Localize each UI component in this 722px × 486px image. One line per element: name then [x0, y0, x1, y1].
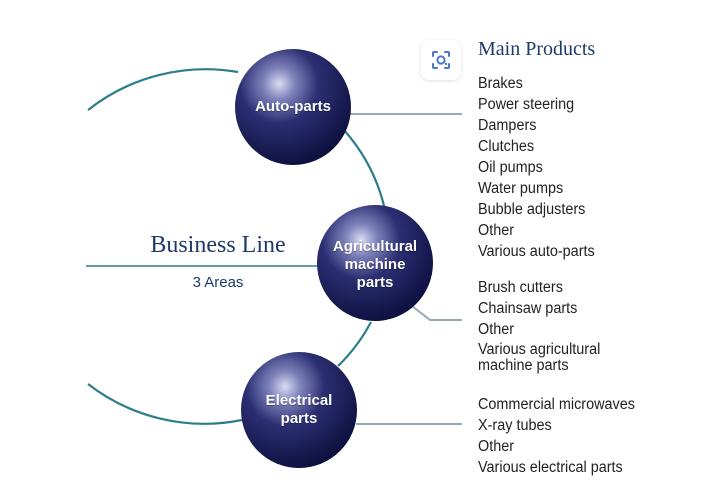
list-item: Chainsaw parts [478, 300, 578, 317]
sphere-label-line: Agricultural [332, 238, 418, 255]
list-item: X-ray tubes [478, 417, 552, 434]
business-arc-bottom [87, 383, 243, 425]
sphere-auto-parts[interactable] [235, 49, 351, 165]
list-item: Power steering [478, 96, 575, 113]
product-list-auto: Brakes Power steering Dampers Clutches O… [478, 73, 604, 262]
sphere-label-line: Electrical [265, 392, 333, 409]
sphere-electrical-parts[interactable] [241, 352, 357, 468]
list-item: Oil pumps [478, 159, 543, 176]
list-item: Other [478, 438, 515, 455]
business-arc-lower [337, 321, 372, 367]
main-products-title: Main Products [478, 38, 596, 60]
sphere-agricultural-parts[interactable] [317, 205, 433, 321]
list-item: Various electrical parts [478, 459, 623, 476]
list-item: Commercial microwaves [478, 396, 635, 413]
business-line-title: Business Line [150, 232, 286, 258]
sphere-label-elec: Electrical parts [242, 392, 356, 428]
list-item: Bubble adjusters [478, 201, 586, 218]
sphere-label-line: parts [280, 410, 318, 427]
connector-agri [411, 305, 462, 321]
list-item: Water pumps [478, 180, 564, 197]
sphere-label-line: parts [356, 274, 394, 291]
sphere-label-auto: Auto-parts [236, 98, 350, 116]
list-item: Dampers [478, 117, 537, 134]
product-list-elec: Commercial microwaves X-ray tubes Other … [478, 394, 647, 478]
sphere-label-line: Auto-parts [255, 98, 331, 115]
business-arc [87, 68, 239, 111]
list-item: Other [478, 222, 515, 239]
list-item: Various agricultural machine parts [478, 341, 601, 374]
list-item: Various auto-parts [478, 243, 595, 260]
business-line-subtitle: 3 Areas [192, 274, 244, 291]
right-edge-mask [634, 0, 722, 486]
sphere-label-agri: Agricultural machine parts [318, 238, 432, 292]
product-list-agri: Brush cutters Chainsaw parts Other Vario… [478, 277, 628, 374]
list-item: Other [478, 321, 515, 338]
list-item: Clutches [478, 138, 535, 155]
list-item: Brush cutters [478, 279, 563, 296]
business-arc-right [343, 129, 387, 211]
sphere-label-line: machine [344, 256, 406, 273]
list-item: Brakes [478, 75, 523, 92]
lens-icon [432, 51, 450, 69]
lens-button[interactable] [421, 40, 461, 80]
